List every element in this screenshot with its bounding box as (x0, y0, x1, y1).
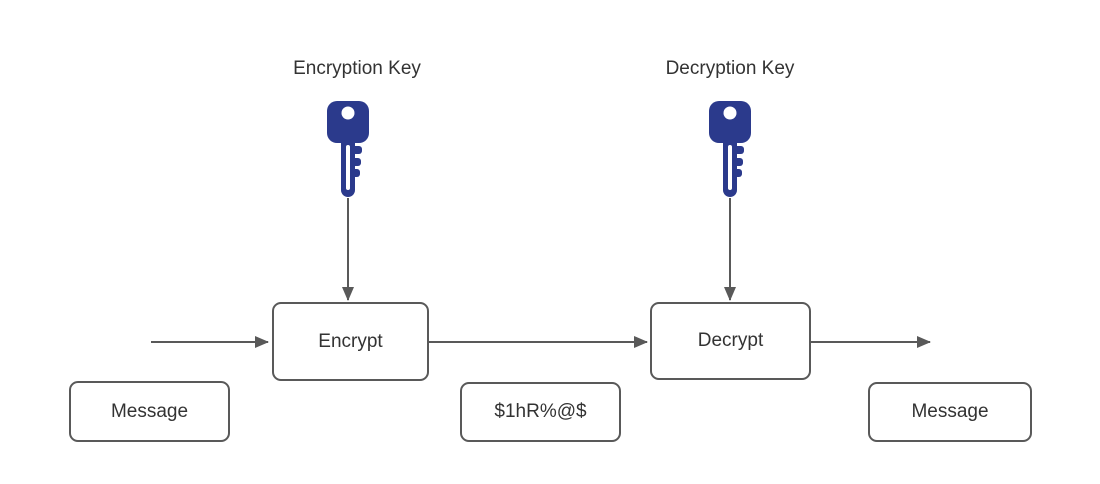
message-input-label: Message (110, 400, 189, 422)
message-output-label: Message (911, 401, 989, 422)
decryption-key-label: Decryption Key (665, 58, 795, 79)
encrypt-box: Encrypt (272, 302, 429, 381)
decryption-key-icon (708, 100, 752, 200)
message-output-box: Message (868, 382, 1032, 442)
encrypt-box-label: Encrypt (318, 330, 383, 352)
ciphertext-box: $1hR%@$ (460, 382, 621, 442)
encryption-key-label: Encryption Key (293, 58, 421, 79)
decrypt-box: Decrypt (650, 302, 811, 380)
message-input-box: Message (69, 381, 230, 442)
encryption-key-icon (326, 100, 370, 200)
decrypt-box-label: Decrypt (697, 330, 764, 351)
ciphertext-label: $1hR%@$ (494, 401, 587, 422)
